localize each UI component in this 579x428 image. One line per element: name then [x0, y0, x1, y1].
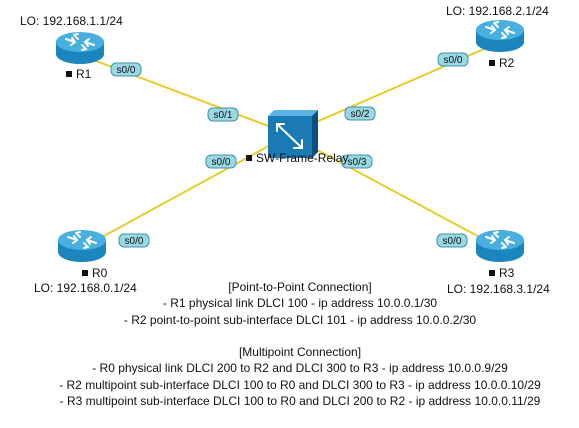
r3-name-label[interactable]: R3	[499, 266, 515, 280]
link-r0-sw	[81, 135, 288, 249]
r2-name-label[interactable]: R2	[499, 56, 515, 70]
mp-line-3: - R3 multipoint sub-interface DLCI 100 t…	[59, 394, 541, 409]
sw-name-label[interactable]: SW-Frame-Relay	[256, 151, 349, 165]
port-label-r3: s0/0	[443, 236, 462, 247]
r1-name-label[interactable]: R1	[76, 67, 92, 81]
port-badge-r2[interactable]: s0/0	[437, 52, 469, 67]
r3-loopback-label: LO: 192.168.3.1/24	[447, 282, 550, 296]
port-label-r0: s0/0	[125, 236, 144, 247]
router-r3-icon[interactable]	[476, 230, 524, 262]
frame-relay-switch-icon[interactable]	[268, 110, 318, 158]
port-label-r1: s0/0	[117, 65, 136, 76]
router-r2-icon[interactable]	[476, 20, 524, 52]
notes-spacer	[0, 328, 579, 344]
port-label-sw-s0-0: s0/0	[212, 157, 231, 168]
r1-status-square	[66, 71, 72, 77]
router-r1-icon[interactable]	[56, 32, 104, 64]
port-badge-r1[interactable]: s0/0	[110, 62, 142, 77]
status-markers	[66, 60, 495, 276]
r1-loopback-label: LO: 192.168.1.1/24	[20, 14, 123, 28]
mp-title: [Multipoint Connection]	[238, 345, 362, 360]
port-label-sw-s0-1: s0/1	[214, 110, 233, 121]
sw-status-square	[246, 155, 252, 161]
port-badge-sw-s0-1[interactable]: s0/1	[207, 107, 239, 122]
port-badge-r0[interactable]: s0/0	[118, 233, 150, 248]
mp-line-2: - R2 multipoint sub-interface DLCI 100 t…	[59, 377, 541, 392]
port-label-sw-s0-3: s0/3	[348, 157, 367, 168]
r0-loopback-label: LO: 192.168.0.1/24	[34, 281, 137, 295]
r2-loopback-label: LO: 192.168.2.1/24	[446, 4, 549, 18]
p2p-line-2: - R2 point-to-point sub-interface DLCI 1…	[123, 312, 477, 327]
port-badge-sw-s0-2[interactable]: s0/2	[344, 106, 376, 121]
port-badge-r3[interactable]: s0/0	[436, 233, 468, 248]
router-r0-icon[interactable]	[58, 230, 106, 262]
port-label-sw-s0-2: s0/2	[351, 109, 370, 120]
p2p-title: [Point-to-Point Connection]	[228, 280, 372, 294]
r3-status-square	[489, 270, 495, 276]
link-r2-sw	[290, 41, 501, 134]
mp-line-1: - R0 physical link DLCI 200 to R2 and DL…	[92, 361, 508, 376]
port-badge-sw-s0-3[interactable]: s0/3	[341, 154, 373, 169]
port-badge-sw-s0-0[interactable]: s0/0	[205, 154, 237, 169]
r2-status-square	[489, 60, 495, 66]
r0-name-label[interactable]: R0	[92, 266, 108, 280]
port-badges: s0/0 s0/1 s0/0 s0/2 s0/0 s0/0 s0/3 s0/0	[110, 52, 469, 248]
r0-status-square	[82, 270, 88, 276]
port-label-r2: s0/0	[444, 55, 463, 66]
p2p-line-1: - R1 physical link DLCI 100 - ip address…	[162, 296, 438, 311]
connection-notes: [Point-to-Point Connection] - R1 physica…	[0, 279, 579, 409]
link-r3-sw	[290, 135, 501, 249]
